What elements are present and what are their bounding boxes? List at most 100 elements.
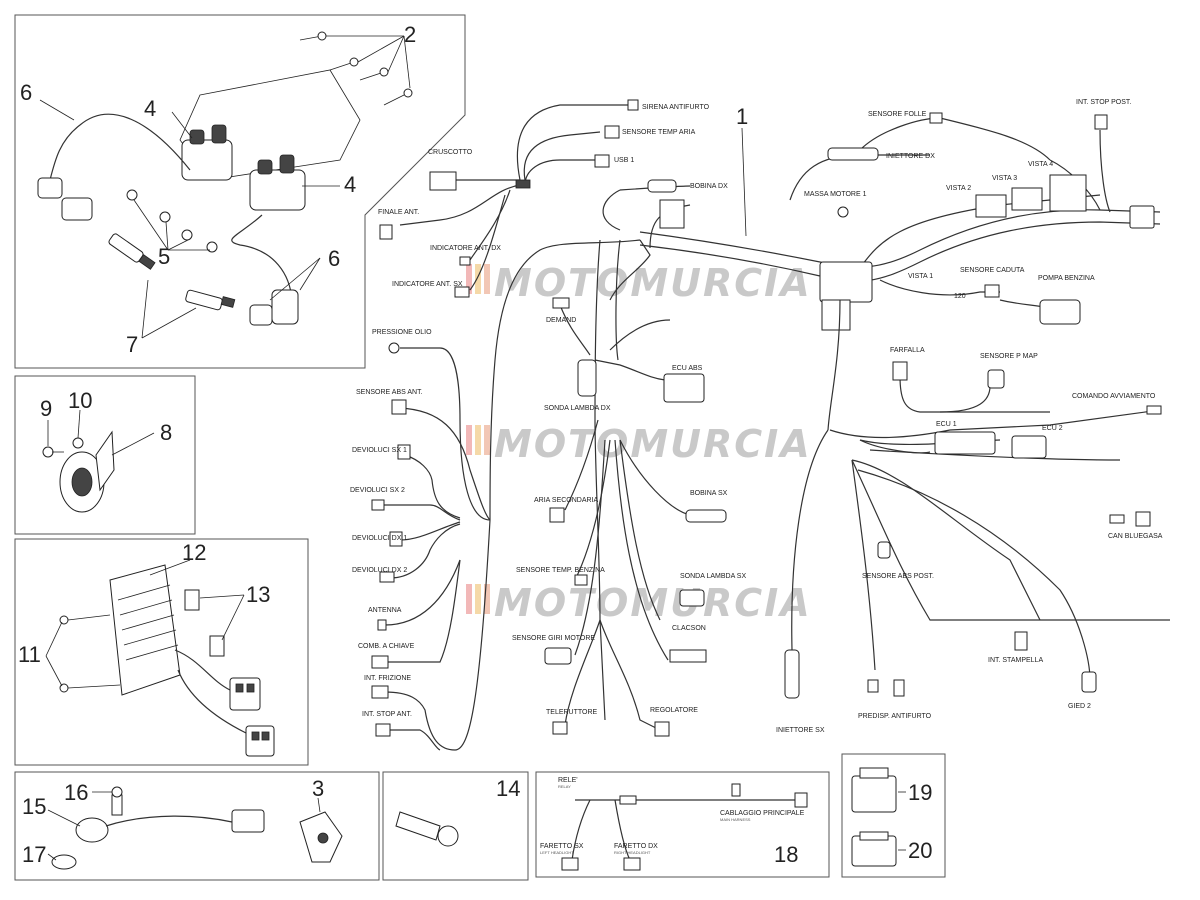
aux-harness-panel-frame (535, 771, 830, 878)
label-ecu1: ECU 1 (936, 421, 957, 428)
harness-end-connector (1129, 205, 1155, 229)
ecu-1-connector (934, 431, 996, 455)
label-gear: GIED 2 (1068, 703, 1091, 710)
label-bobina-dx: BOBINA DX (690, 183, 728, 190)
view-box-4 (1049, 174, 1087, 212)
watermark-top: MOTOMURCIA (466, 261, 812, 305)
coil-left-connector (685, 509, 727, 523)
start-button-connector (1146, 405, 1162, 415)
label-iniettore-dx: INIETTORE DX (886, 153, 935, 160)
horn-bolt (42, 446, 64, 458)
regulator-connector-a (174, 649, 261, 711)
harness-splice-top (515, 179, 531, 189)
label-iniettore-sx: INIETTORE SX (776, 727, 825, 734)
callout-4b: 4 (344, 172, 356, 197)
aux-label-right-headlight: RIGHT HEADLIGHT (614, 850, 651, 855)
label-sonda-lambda-dx: SONDA LAMBDA DX (544, 405, 611, 412)
label-vista-1: VISTA 1 (908, 273, 933, 280)
callout-10: 10 (68, 388, 92, 413)
regulator-clip-bottom (209, 635, 225, 657)
aux-fog-left-connector (561, 857, 579, 871)
switch-panel (395, 811, 459, 847)
harness-connectors (371, 99, 1162, 737)
abs-front-connector (391, 399, 407, 415)
cable-guide (299, 811, 343, 863)
callout-15: 15 (22, 794, 46, 819)
regulator-panel (45, 559, 275, 757)
label-int-stampella: INT. STAMPELLA (988, 657, 1043, 664)
injector-right-connector (827, 147, 879, 161)
nut-group (126, 189, 218, 253)
aux-label-faretto-dx: FARETTO DX (614, 843, 658, 850)
label-comando-avviamento: COMANDO AVVIAMENTO (1072, 393, 1156, 400)
coil-right-connector (647, 179, 677, 193)
aux-label-cablaggio: CABLAGGIO PRINCIPALE (720, 810, 805, 817)
ecu-2-connector (1011, 435, 1047, 459)
usb-connector (594, 154, 610, 168)
label-pompa-benzina: POMPA BENZINA (1038, 275, 1095, 282)
callout-16: 16 (64, 780, 88, 805)
key-switch-connector (371, 655, 389, 669)
callout-6b: 6 (328, 246, 340, 271)
label-int-frizione: INT. FRIZIONE (364, 675, 411, 682)
svg-text:MOTOMURCIA: MOTOMURCIA (494, 261, 812, 305)
label-pressione-olio: PRESSIONE OLIO (372, 329, 432, 336)
label-tp120: 120 (954, 293, 966, 300)
callout-19: 19 (908, 780, 932, 805)
harness-trunk (639, 209, 1161, 268)
indicator-right-connector (459, 256, 471, 266)
label-sonda-lambda-sx: SONDA LAMBDA SX (680, 573, 746, 580)
callout-3: 3 (312, 776, 324, 801)
sensor-panel (47, 786, 343, 870)
callout-numbers: 1 2 3 4 4 5 6 6 7 8 9 10 11 12 13 14 15 … (18, 22, 932, 867)
label-demand: DEMAND (546, 317, 576, 324)
gear-connector (1081, 671, 1097, 693)
panel-frames (14, 14, 946, 881)
spark-plug-2 (185, 289, 236, 311)
abs-rear-sensor (877, 541, 891, 559)
callout-18: 18 (774, 842, 798, 867)
can-connector (1109, 514, 1125, 524)
switch-left-2-connector (371, 499, 385, 511)
harness-labels: CRUSCOTTO SIRENA ANTIFURTO SENSORE TEMP … (350, 99, 1163, 734)
demand-connector (552, 297, 570, 309)
relay-19 (851, 767, 897, 813)
aux-label-relay: RELAY (558, 784, 571, 789)
voltage-regulator (109, 564, 181, 696)
label-finale-ant: FINALE ANT. (378, 209, 419, 216)
label-usb: USB 1 (614, 157, 634, 164)
aux-harness-connector (794, 792, 808, 808)
label-vista-2: VISTA 2 (946, 185, 971, 192)
air-temp-connector (604, 125, 620, 139)
callout-11: 11 (18, 642, 41, 667)
fuel-pump-connector (1039, 299, 1081, 325)
regulator-connector-b (177, 669, 275, 757)
clutch-switch-connector (371, 685, 389, 699)
aux-label-left-headlight: LEFT HEADLIGHT (540, 850, 574, 855)
rear-stop-switch-connector (1094, 114, 1108, 130)
side-stand-switch (395, 811, 459, 847)
callout-14: 14 (496, 776, 520, 801)
harness-junction-box (819, 261, 873, 303)
label-ecu-abs: ECU ABS (672, 365, 703, 372)
label-vista-4: VISTA 4 (1028, 161, 1053, 168)
aux-harness-panel: RELE' RELAY CABLAGGIO PRINCIPALE MAIN HA… (540, 777, 808, 871)
indicator-left-connector (454, 286, 470, 298)
label-devioluci-sx2: DEVIOLUCI SX 2 (350, 487, 405, 494)
switch-right-2-connector (379, 571, 395, 583)
sensor-screw (111, 786, 123, 816)
throttle-connector (892, 361, 908, 381)
switch-panel-frame (382, 771, 529, 881)
front-indicator-connector (379, 224, 393, 240)
regulator-screw-bottom (59, 683, 121, 693)
sensor-o-ring (51, 854, 77, 870)
label-regolatore: REGOLATORE (650, 707, 698, 714)
relay-20 (851, 831, 897, 867)
label-indicatore-ant-sx: INDICATORE ANT. SX (392, 281, 463, 288)
ignition-coil-left (181, 124, 233, 181)
regulator-connector (654, 721, 670, 737)
dashboard-connector (429, 171, 457, 191)
label-ecu2: ECU 2 (1042, 425, 1063, 432)
label-sensore-temp-benzina: SENSORE TEMP. BENZINA (516, 567, 605, 574)
label-int-stop-post: INT. STOP POST. (1076, 99, 1131, 106)
